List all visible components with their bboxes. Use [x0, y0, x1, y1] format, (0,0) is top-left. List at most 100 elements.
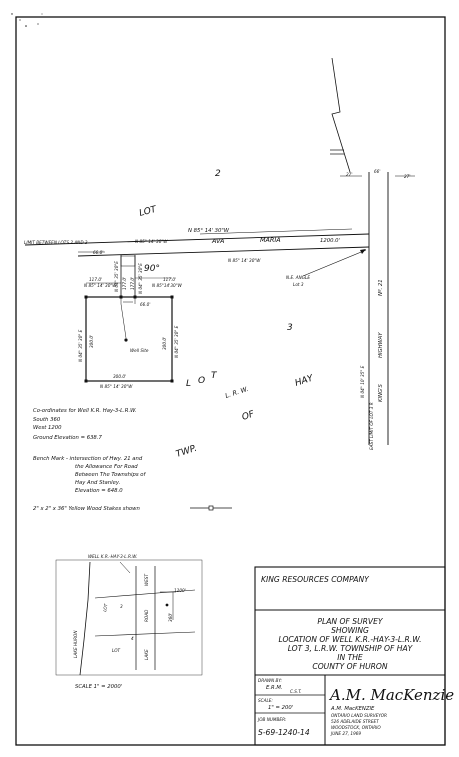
ground-elevation: Ground Elevation = 638.7 [33, 435, 102, 441]
ne-angle-lot: Lot 3 [293, 282, 304, 287]
hay-label: HAY [294, 373, 316, 389]
east-side-bearing: N 04° 35' 30" E [174, 325, 179, 358]
ne-angle-label: N.E. ANGLE [286, 275, 310, 280]
well-site-parcel [85, 296, 173, 382]
dist-66-left: 66.0' [93, 250, 103, 255]
west-side-dist: 300.0' [89, 335, 94, 348]
lot-3-letter-l: L [186, 379, 191, 389]
plan-line-3: LOCATION OF WELL K.R.-HAY-3-L.R.W. [278, 635, 421, 644]
keymap-lot-b: LOT [112, 648, 121, 653]
well-site-label: Well Site [130, 348, 149, 353]
job-number-label: JOB NUMBER: [257, 717, 287, 722]
lot-2-word: LOT [138, 204, 159, 219]
ne-angle-arrowhead [360, 249, 366, 254]
bench-mark-line-2: the Allowance For Road [75, 464, 138, 470]
highway-number: Nº. 21 [377, 279, 384, 296]
access-right-dist: 177.0' [130, 277, 135, 290]
plan-line-6: COUNTY OF HURON [312, 662, 387, 671]
road-top-bearing: N 85° 14' 30"W [188, 228, 230, 234]
lot-3-letter-t: T [211, 371, 218, 381]
keymap-dist-360: 360' [168, 613, 173, 622]
lrw-label: L. R. W. [224, 385, 249, 400]
surveyor-street: 526 ADELAIDE STREET [331, 719, 379, 724]
lot-2-number: 2 [215, 169, 221, 179]
keymap-lake: LAKE [144, 649, 149, 660]
company-name: KING RESOURCES COMPANY [261, 575, 370, 584]
scale-value: 1" = 200' [268, 705, 293, 711]
keymap-dist-1200: 1200' [174, 588, 186, 593]
surveyor-signature: A.M. MacKenzie [328, 686, 454, 704]
lot-3-letter-o: O [198, 376, 205, 386]
coords-west: West 1200 [33, 425, 62, 431]
access-road [86, 255, 172, 297]
sheet-border [15, 16, 446, 746]
ne-angle-leader [302, 249, 367, 277]
dist-66-highway: 66' [374, 169, 380, 174]
survey-date: JUNE 27, 1969 [330, 731, 361, 736]
drawn-by-label: DRAWN BY: [258, 678, 283, 683]
job-number-value: S-69-1240-14 [258, 728, 310, 737]
of-label: OF [241, 409, 257, 423]
right-offset-dist: 117.0' [163, 277, 176, 282]
plan-line-5: IN THE [337, 653, 363, 662]
keymap-title: WELL K.R.-HAY-3-L.R.W. [88, 554, 137, 559]
key-map [55, 559, 203, 676]
dist-27-right: 27' [404, 174, 410, 179]
keymap-lot-3: 3 [120, 604, 123, 609]
highway-word: HIGHWAY [378, 332, 384, 358]
left-offset-dist: 117.0' [89, 277, 102, 282]
bench-mark-line-1: Bench Mark - intersection of Hwy. 21 and [33, 456, 143, 462]
north-arrow [330, 57, 351, 173]
angle-90: 90° [144, 264, 160, 274]
stake-markers [84, 295, 174, 383]
surveyor-title: ONTARIO LAND SURVEYOR [331, 713, 387, 718]
surveyor-name: A.M. MacKENZIE [330, 706, 375, 712]
title-block [254, 566, 446, 746]
checked-by-value: C.S.T. [290, 689, 302, 694]
keymap-road: ROAD [144, 609, 149, 622]
access-left-dist: 177.0' [122, 277, 127, 290]
keymap-lot-a: LOT [102, 603, 108, 612]
south-side-dist: 300.0' [113, 374, 126, 379]
keymap-lot-4: 4 [131, 636, 134, 641]
surveyor-city: WOODSTOCK, ONTARIO [331, 725, 381, 730]
kings-word: KING'S [378, 383, 384, 402]
bench-mark-line-5: Elevation = 648.0 [75, 488, 123, 494]
road-name-ava: AVA [211, 237, 224, 245]
corner-specks [11, 13, 43, 27]
access-left-bearing: N 04° 35' 30"E [114, 261, 119, 292]
limit-bearing: N 85° 14' 30"W [135, 239, 168, 244]
east-side-dist: 300.0' [162, 337, 167, 350]
plan-line-1: PLAN OF SURVEY [317, 617, 384, 626]
dist-66-bottom: 66.0' [140, 302, 150, 307]
plan-line-2: SHOWING [331, 626, 369, 635]
scale-label: SCALE: [258, 698, 273, 703]
road-bottom-bearing: N 85° 14' 30"W [228, 258, 261, 263]
stakes-legend-text: 2" x 2" x 36" Yellow Wood Stakes shown [33, 506, 140, 512]
stakes-legend-symbol [190, 505, 232, 511]
plan-line-4: LOT 3, L.R.W. TOWNSHIP OF HAY [288, 644, 414, 653]
bench-mark-line-4: Hay And Stanley. [75, 480, 120, 486]
keymap-lake-huron: LAKE HURON [73, 630, 78, 658]
west-side-bearing: N 04° 35' 30" E [78, 329, 83, 362]
highway-lines [340, 172, 415, 445]
lot-3-number: 3 [287, 323, 293, 333]
access-right-bearing: N 04° 35' 30"E [138, 263, 143, 294]
road-allowance-lines [24, 228, 370, 257]
limit-between-lots: LIMIT BETWEEN LOTS 2 AND 3 [24, 240, 88, 245]
east-limit-label: EAST LIMIT OF LOT 3 R [369, 402, 374, 450]
drawn-by-value: E.R.M. [266, 685, 283, 691]
left-offset-bearing: N 85° 14' 30"W [84, 283, 117, 288]
highway-bearing: N 04° 10' 35" E [360, 365, 365, 398]
coords-south: South 360 [33, 417, 61, 423]
keymap-scale: SCALE 1" = 2000' [75, 684, 122, 690]
coords-title: Co-ordinates for Well K.R. Hay-3-L.R.W. [33, 408, 137, 414]
south-side-bearing: N 85° 14' 30"W [100, 384, 133, 389]
road-distance: 1200.0' [320, 238, 340, 244]
right-offset-bearing: N 85°14'30"W [152, 283, 183, 288]
bench-mark-line-3: Between The Townships of [75, 472, 147, 478]
road-name-maria: MARIA [260, 236, 281, 244]
keymap-west: WEST [144, 574, 149, 586]
